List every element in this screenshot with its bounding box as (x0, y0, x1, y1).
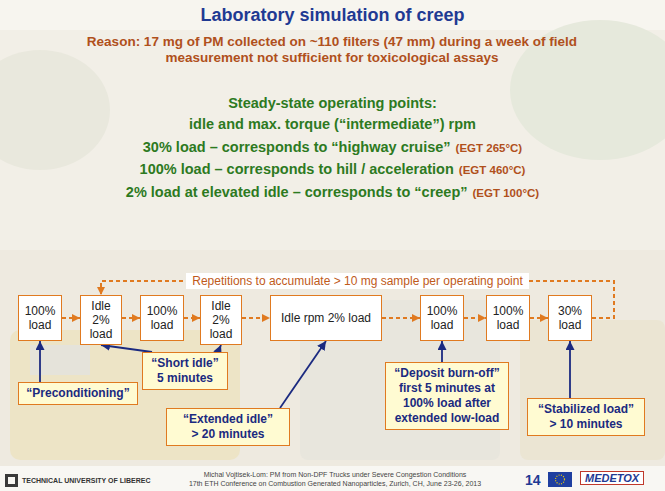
page-number: 14 (525, 472, 541, 488)
operating-point-box: Idle 2% load (200, 295, 242, 345)
temperature-note: (EGT 265°C) (456, 142, 523, 154)
slide-title: Laboratory simulation of creep (0, 5, 665, 26)
callout-arrow (280, 341, 326, 408)
callout-arrow (569, 341, 571, 398)
box-text: Idle 2% load (204, 299, 238, 341)
text-row: Steady-state operating points: (0, 95, 665, 111)
operating-point: 30% load – corresponds to “highway cruis… (143, 139, 451, 155)
project-logo: MEDETOX (580, 471, 644, 485)
callout-box: “Extended idle”> 20 minutes (166, 408, 290, 446)
box-detail: 5 minutes (148, 371, 222, 386)
box-text: “Deposit burn-off” (391, 366, 503, 381)
operating-point-box: 100% load (486, 295, 530, 341)
callout-arrow (218, 345, 221, 352)
sequence-arrow (530, 317, 548, 319)
text-row: 30% load – corresponds to “highway cruis… (0, 139, 665, 155)
text-row: 100% load – corresponds to hill / accele… (0, 161, 665, 177)
box-text: “Extended idle” (172, 412, 284, 427)
faded-street (0, 250, 665, 470)
reason-note: Reason: 17 mg of PM collected on ~110 fi… (52, 34, 612, 66)
sequence-arrow (184, 317, 200, 319)
university-name: TECHNICAL UNIVERSITY OF LIBEREC (22, 477, 150, 484)
operating-point-box: 30% load (548, 295, 592, 341)
callout-box: “Stabilized load”> 10 minutes (527, 398, 645, 436)
operating-point-box: Idle rpm 2% load (270, 295, 382, 341)
footer-band (0, 466, 665, 491)
box-detail: > 20 minutes (172, 427, 284, 442)
faded-tree (0, 50, 110, 170)
callout-box: “Deposit burn-off”first 5 minutes at 100… (385, 362, 509, 430)
operating-point: idle and max. torque (“intermediate”) rp… (189, 116, 476, 132)
operating-point-box: Idle 2% load (80, 295, 122, 345)
box-text: 30% load (552, 304, 588, 332)
callout-box: “Preconditioning” (18, 382, 138, 405)
faded-bus-window (30, 345, 90, 375)
operating-point: Steady-state operating points: (228, 95, 437, 111)
callout-box: “Short idle”5 minutes (142, 352, 228, 390)
eu-stars (556, 475, 565, 484)
box-text: 100% load (144, 304, 180, 332)
sequence-arrow (122, 317, 140, 319)
box-text: 100% load (490, 304, 526, 332)
sequence-arrow (62, 317, 80, 319)
box-detail: > 10 minutes (533, 417, 639, 432)
sequence-arrow (382, 317, 420, 319)
operating-point-box: 100% load (18, 295, 62, 341)
callout-arrow (101, 345, 152, 352)
repetition-label: Repetitions to accumulate > 10 mg sample… (186, 273, 529, 289)
university-logo-inner (8, 477, 15, 484)
sequence-arrow (464, 317, 486, 319)
operating-point-box: 100% load (420, 295, 464, 341)
box-text: “Stabilized load” (533, 402, 639, 417)
box-text: Idle rpm 2% load (281, 311, 371, 325)
text-row: 2% load at elevated idle – corresponds t… (0, 184, 665, 200)
box-text: “Preconditioning” (24, 386, 132, 401)
box-text: 100% load (22, 304, 58, 332)
footer-author: Michal Vojtisek-Lom: PM from Non-DPF Tru… (150, 471, 520, 478)
box-detail: first 5 minutes at 100% load after exten… (391, 381, 503, 426)
operating-point: 100% load – corresponds to hill / accele… (140, 161, 454, 177)
university-logo (5, 474, 18, 487)
temperature-note: (EGT 460°C) (459, 164, 526, 176)
callout-arrow (441, 341, 443, 362)
box-text: 100% load (424, 304, 460, 332)
faded-vehicle (520, 320, 665, 460)
eu-flag (548, 472, 572, 487)
sequence-arrow (242, 317, 270, 319)
callout-arrow (39, 341, 41, 382)
box-text: “Short idle” (148, 356, 222, 371)
operating-point: 2% load at elevated idle – corresponds t… (126, 184, 468, 200)
box-text: Idle 2% load (84, 299, 118, 341)
operating-point-box: 100% load (140, 295, 184, 341)
temperature-note: (EGT 100°C) (473, 187, 540, 199)
text-row: idle and max. torque (“intermediate”) rp… (0, 116, 665, 132)
footer-conference: 17th ETH Conference on Combustion Genera… (150, 480, 520, 487)
